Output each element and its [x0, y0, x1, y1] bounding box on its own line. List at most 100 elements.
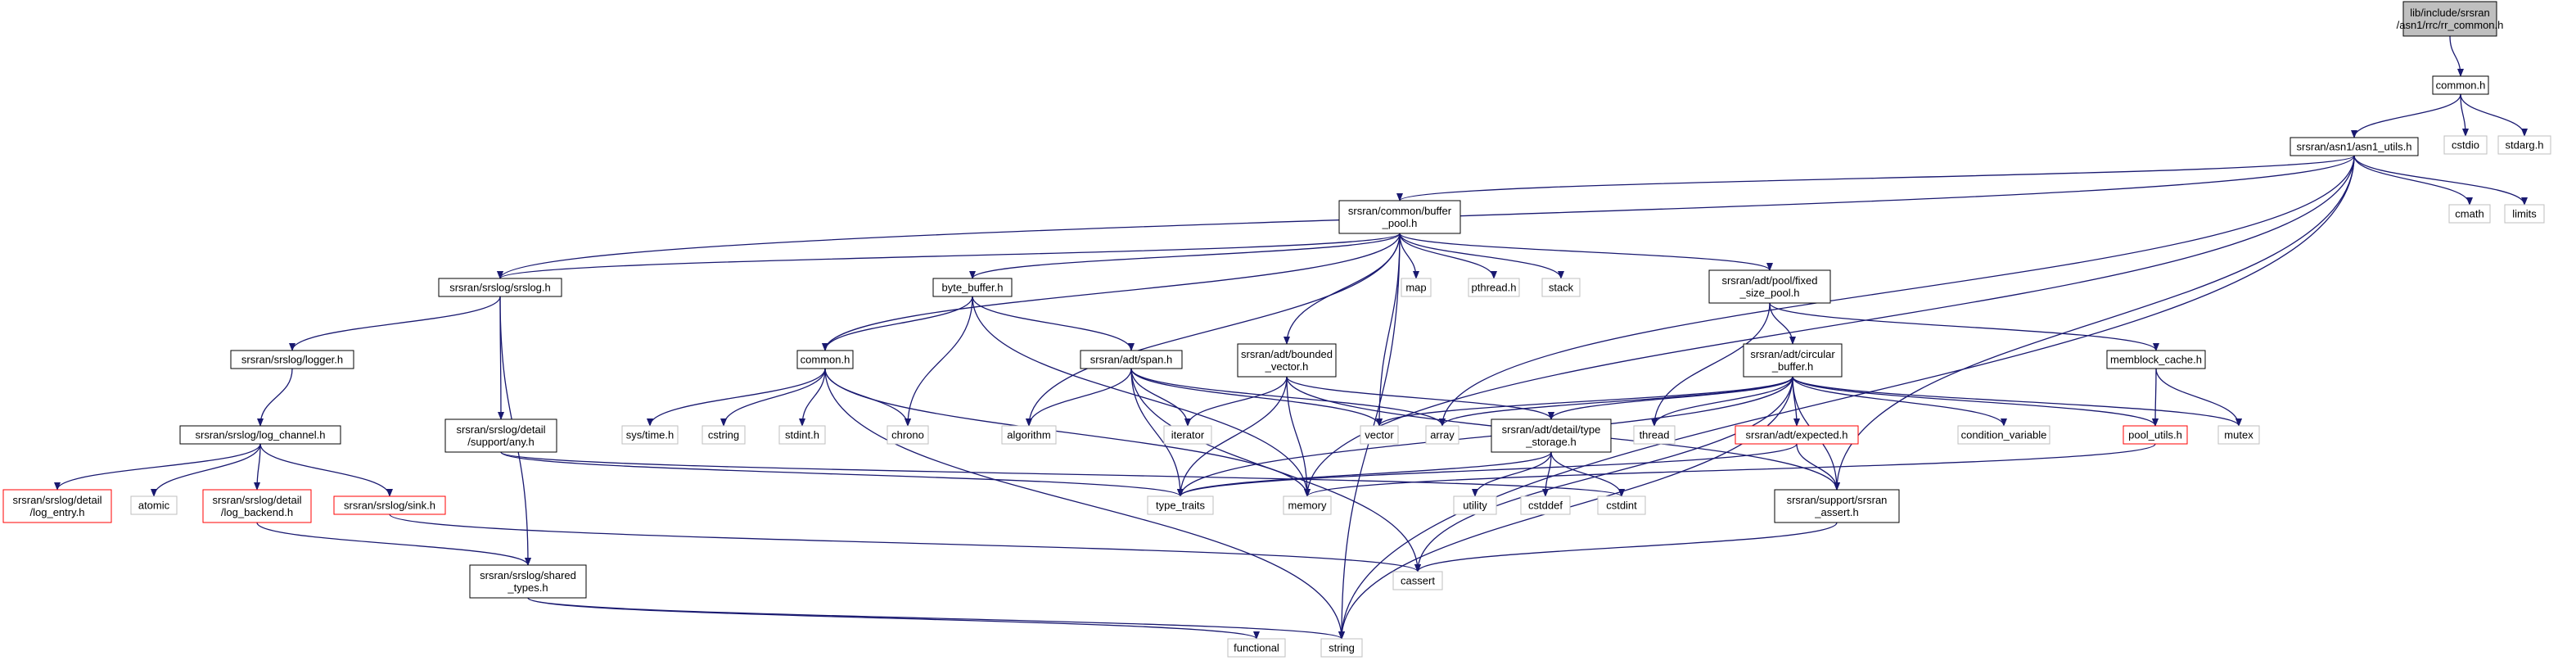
edge-circular-buffer-to-mutex [1792, 376, 2242, 427]
node-box [2402, 1, 2497, 37]
node-span[interactable]: srsran/adt/span.h [1080, 350, 1183, 369]
edge-shared-types-to-string [527, 597, 1345, 640]
node-box [1147, 495, 1214, 515]
node-label: srsran/srslog/detail [212, 494, 301, 506]
node-box [1597, 495, 1646, 515]
edge-circular-buffer-to-condition-variable [1792, 376, 2007, 427]
node-box [1163, 425, 1212, 445]
edge-buffer-pool-to-fixed-pool [1399, 233, 1773, 271]
node-label: limits [2512, 208, 2537, 220]
node-box [702, 425, 746, 445]
node-buffer-pool[interactable]: srsran/common/buffer_pool.h [1338, 200, 1461, 234]
node-type-storage[interactable]: srsran/adt/detail/type_storage.h [1491, 418, 1612, 453]
edge-srslog-to-logger [289, 296, 501, 351]
edge-type-storage-to-cstddef [1542, 451, 1552, 497]
node-bounded-vector[interactable]: srsran/adt/bounded_vector.h [1237, 343, 1337, 378]
node-box [1283, 495, 1332, 515]
node-pool-utils: pool_utils.h [2123, 425, 2188, 445]
node-iterator: iterator [1163, 425, 1212, 445]
node-algorithm: algorithm [1001, 425, 1057, 445]
edge-common-top-to-cstdio [2460, 93, 2469, 137]
edge-log-channel-to-log-backend [254, 443, 261, 491]
node-common-mid[interactable]: common.h [796, 350, 854, 369]
node-box [1520, 495, 1571, 515]
node-label: /asn1/rrc/rr_common.h [2397, 19, 2504, 31]
node-log-channel[interactable]: srsran/srslog/log_channel.h [179, 425, 341, 445]
node-fixed-pool[interactable]: srsran/adt/pool/fixed_size_pool.h [1708, 269, 1831, 304]
node-label: condition_variable [1961, 429, 2047, 441]
node-stdint: stdint.h [778, 425, 826, 445]
node-label: srsran/srslog/shared [480, 569, 576, 581]
node-circular-buffer[interactable]: srsran/adt/circular_buffer.h [1743, 343, 1843, 378]
edge-circular-buffer-to-thread [1651, 376, 1793, 427]
edge-byte-buffer-to-span [972, 296, 1135, 351]
node-root: lib/include/srsran/asn1/rrc/rr_common.h [2397, 1, 2504, 37]
node-label: pool_utils.h [2128, 429, 2182, 441]
node-label: srsran/adt/circular [1750, 348, 1835, 360]
node-srsran-assert[interactable]: srsran/support/srsran_assert.h [1774, 489, 1900, 523]
node-box [333, 495, 446, 515]
node-label: cmath [2455, 208, 2484, 220]
edge-buffer-pool-to-bounded-vector [1283, 233, 1401, 345]
edge-span-to-cassert [1130, 368, 1421, 572]
node-label: pthread.h [1472, 282, 1517, 294]
edge-type-storage-to-utility [1472, 451, 1552, 497]
node-box [1237, 343, 1337, 378]
node-sys-time: sys/time.h [621, 425, 679, 445]
edge-common-top-to-asn1-utils [2351, 93, 2461, 138]
edge-byte-buffer-to-common-mid [822, 296, 973, 351]
edge-support-any-to-cstdint [500, 451, 1625, 497]
node-box [1360, 425, 1399, 445]
edge-asn1-utils-to-cmath [2353, 155, 2473, 206]
node-byte-buffer[interactable]: byte_buffer.h [932, 278, 1013, 297]
node-srslog[interactable]: srsran/srslog/srslog.h [438, 278, 562, 297]
node-label: functional [1234, 642, 1279, 654]
node-type-traits: type_traits [1147, 495, 1214, 515]
node-box [1957, 425, 2050, 445]
node-label: srsran/srslog/detail [12, 494, 102, 506]
node-stack: stack [1541, 278, 1581, 297]
node-label: _assert.h [1814, 506, 1858, 518]
node-label: utility [1463, 500, 1487, 512]
node-label: srsran/adt/detail/type [1502, 423, 1601, 436]
node-box [2448, 204, 2491, 224]
node-mutex: mutex [2217, 425, 2260, 445]
node-vector: vector [1360, 425, 1399, 445]
edge-log-channel-to-atomic [151, 443, 261, 497]
edge-common-mid-to-string [824, 368, 1345, 640]
edge-span-to-iterator [1130, 368, 1191, 427]
node-cstddef: cstddef [1520, 495, 1571, 515]
edge-span-to-vector [1130, 368, 1383, 427]
node-common-top[interactable]: common.h [2432, 75, 2489, 95]
node-asn1-utils[interactable]: srsran/asn1/asn1_utils.h [2290, 137, 2419, 156]
node-condition-variable: condition_variable [1957, 425, 2050, 445]
node-memblock-cache[interactable]: memblock_cache.h [2106, 350, 2206, 369]
node-box [1320, 638, 1363, 658]
edge-asn1-utils-to-array [1439, 155, 2355, 427]
node-map: map [1401, 278, 1432, 297]
node-support-any[interactable]: srsran/srslog/detail/support/any.h [444, 418, 557, 453]
node-logger[interactable]: srsran/srslog/logger.h [230, 350, 354, 369]
node-label: _types.h [507, 581, 548, 594]
node-box [1633, 425, 1676, 445]
edge-common-top-to-stdarg [2460, 93, 2528, 137]
node-label: atomic [138, 500, 170, 512]
node-label: srsran/common/buffer [1348, 205, 1452, 217]
node-label: srsran/adt/pool/fixed [1721, 274, 1817, 287]
edge-bounded-vector-to-type-traits [1177, 376, 1288, 497]
node-label: srsran/adt/span.h [1090, 354, 1172, 366]
node-label: sys/time.h [626, 429, 674, 441]
node-box [130, 495, 178, 515]
node-box [2123, 425, 2188, 445]
node-box [2106, 350, 2206, 369]
node-label: byte_buffer.h [942, 282, 1004, 294]
edge-buffer-pool-to-byte-buffer [969, 233, 1401, 279]
edge-asn1-utils-to-buffer-pool [1396, 155, 2355, 201]
node-shared-types[interactable]: srsran/srslog/shared_types.h [469, 564, 587, 599]
node-label: /log_backend.h [221, 506, 293, 518]
edge-buffer-pool-to-common-mid [822, 233, 1401, 351]
node-box [2, 489, 112, 523]
edge-expected-to-srsran-assert [1796, 443, 1840, 491]
node-box [230, 350, 354, 369]
node-cmath: cmath [2448, 204, 2491, 224]
